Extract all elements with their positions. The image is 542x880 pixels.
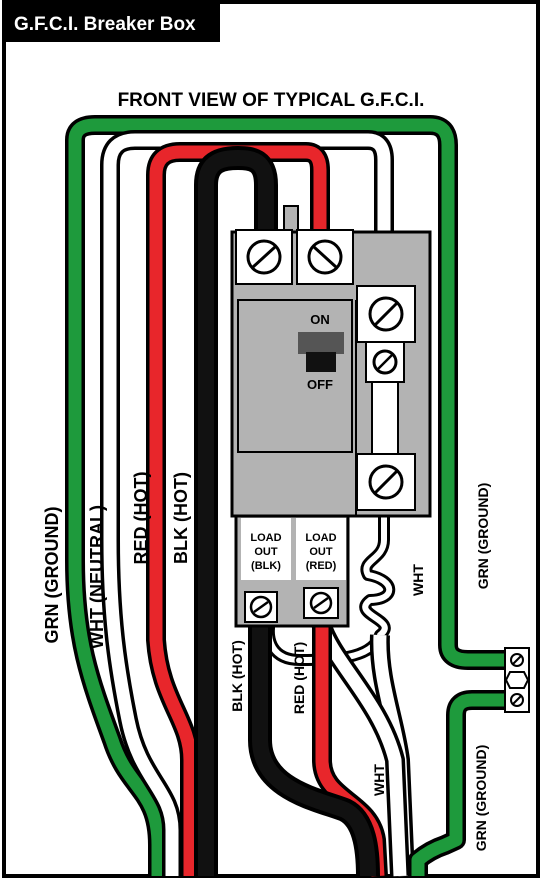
ground-lower-wire [411,693,508,876]
breaker-switch-toggle[interactable] [306,352,336,372]
load-red-label-box [296,518,346,580]
switch-lever-track [298,332,344,354]
label-wht-neutral: WHT (NEUTRAL) [87,505,107,649]
label-wht-bottom: WHT [371,764,387,796]
load-red-line3: (RED) [306,560,337,572]
header-tab [4,2,220,42]
diagram-title: FRONT VIEW OF TYPICAL G.F.C.I. [118,90,425,111]
load-red-line1: LOAD [305,532,336,544]
load-blk-label-box [241,518,291,580]
black-hot-wire [198,150,274,876]
label-grn-ground-right-upper: GRN (GROUND) [475,483,491,590]
label-blk-hot-top: BLK (HOT) [171,472,191,564]
label-blk-hot-bottom: BLK (HOT) [229,640,245,712]
load-blk-line3: (BLK) [251,560,281,572]
load-blk-line1: LOAD [250,532,281,544]
load-blk-line2: OUT [254,546,278,558]
neutral-wire [103,133,391,876]
black-load-wire [252,612,376,877]
neutral-bar [371,381,399,455]
label-grn-ground-right-lower: GRN (GROUND) [473,745,489,852]
gfci-breaker: ON OFF LOAD OUT (BLK) LOAD OUT (RED) [230,205,432,628]
label-wht-pigtail: WHT [410,564,426,596]
wires [65,115,508,877]
label-red-hot-top: RED (HOT) [131,472,151,565]
ground-wire [68,118,508,876]
switch-panel [237,299,353,453]
load-red-line2: OUT [309,546,333,558]
pigtail-wire [265,510,393,663]
line-terminal-red [296,229,354,285]
switch-on-label: ON [310,312,330,327]
label-grn-ground-left: GRN (GROUND) [42,507,62,644]
ground-bus-nut [504,671,530,689]
label-red-hot-bottom: RED (HOT) [291,642,307,714]
red-hot-wire [149,145,327,876]
ground-bus-connector [504,647,530,713]
switch-off-label: OFF [307,377,333,392]
header-title: G.F.C.I. Breaker Box [14,14,196,35]
